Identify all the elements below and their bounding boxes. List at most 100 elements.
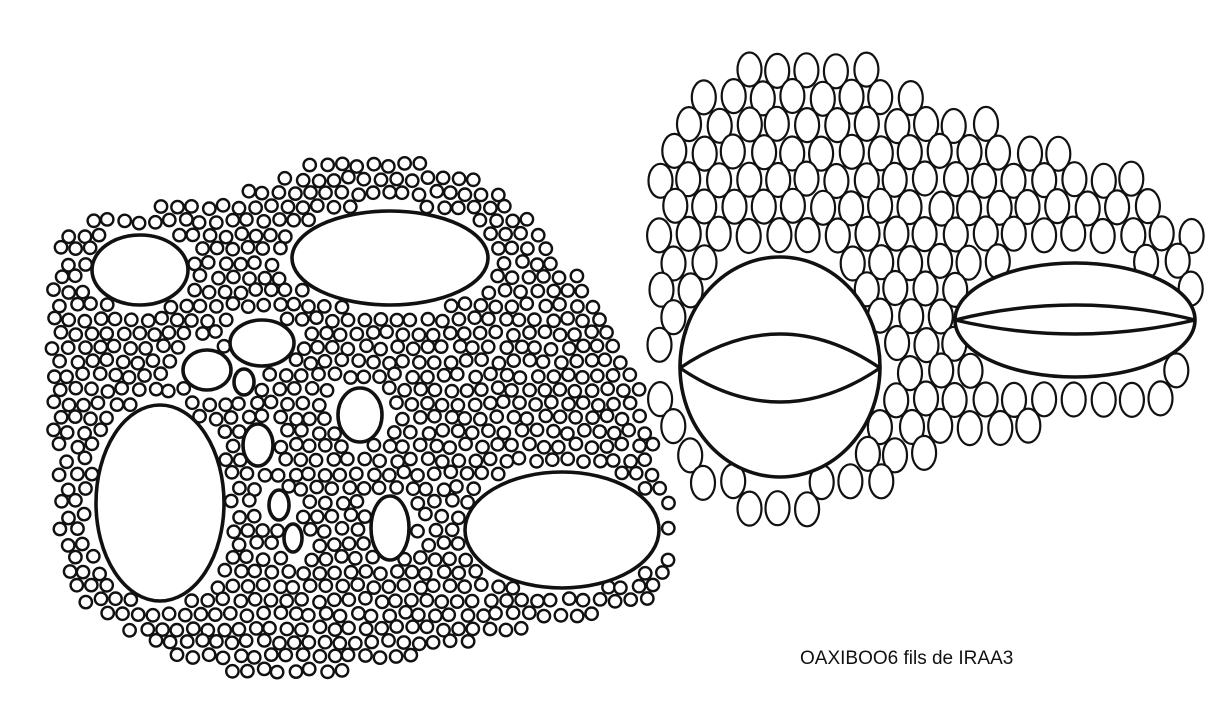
small-cell	[576, 371, 588, 383]
small-cell	[406, 398, 418, 410]
small-cell	[577, 340, 589, 352]
small-cell	[312, 368, 324, 380]
small-cell	[257, 607, 269, 619]
small-cell	[336, 354, 348, 366]
small-cell	[318, 413, 330, 425]
small-cell	[186, 595, 198, 607]
small-cell	[500, 624, 512, 636]
small-cell	[609, 595, 621, 607]
small-cell	[337, 580, 349, 592]
small-cell	[445, 300, 457, 312]
small-cell	[55, 495, 67, 507]
small-cell	[142, 315, 154, 327]
small-cell	[236, 228, 248, 240]
small-cell	[265, 648, 277, 660]
small-cell	[368, 158, 380, 170]
small-cell	[209, 608, 221, 620]
small-cell	[461, 467, 473, 479]
small-cell	[171, 201, 183, 213]
small-cell	[256, 187, 268, 199]
small-cell	[912, 436, 936, 470]
small-cell	[578, 424, 590, 436]
small-cell	[275, 298, 287, 310]
small-cell	[428, 468, 440, 480]
small-cell	[466, 341, 478, 353]
small-cell	[288, 298, 300, 310]
small-cell	[452, 623, 464, 635]
small-cell	[552, 441, 564, 453]
small-cell	[414, 411, 426, 423]
small-cell	[263, 622, 275, 634]
small-cell	[436, 399, 448, 411]
small-cell	[373, 371, 385, 383]
small-cell	[562, 369, 574, 381]
small-cell	[235, 258, 247, 270]
small-cell	[562, 284, 574, 296]
small-cell	[383, 469, 395, 481]
small-cell	[80, 596, 92, 608]
small-cell	[85, 383, 97, 395]
small-cell	[272, 469, 284, 481]
small-cell	[341, 453, 353, 465]
small-cell	[117, 356, 129, 368]
small-cell	[290, 438, 302, 450]
small-cell	[258, 299, 270, 311]
small-cell	[281, 424, 293, 436]
small-cell	[492, 382, 504, 394]
small-cell	[86, 328, 98, 340]
small-cell	[54, 523, 66, 535]
small-cell	[319, 355, 331, 367]
small-cell	[516, 424, 528, 436]
small-cell	[420, 483, 432, 495]
small-cell	[514, 227, 526, 239]
small-cell	[227, 297, 239, 309]
small-cell	[451, 595, 463, 607]
small-cell	[452, 425, 464, 437]
small-cell	[388, 368, 400, 380]
small-cell	[243, 494, 255, 506]
small-cell	[421, 594, 433, 606]
small-cell	[421, 201, 433, 213]
small-cell	[352, 578, 364, 590]
small-cell	[225, 411, 237, 423]
small-cell	[232, 398, 244, 410]
small-cell	[227, 271, 239, 283]
small-cell	[607, 398, 619, 410]
small-cell	[271, 666, 283, 678]
small-cell	[302, 300, 314, 312]
small-cell	[350, 468, 362, 480]
small-cell	[368, 469, 380, 481]
small-cell	[499, 284, 511, 296]
small-cell	[398, 579, 410, 591]
small-cell	[250, 283, 262, 295]
small-cell	[296, 284, 308, 296]
small-cell	[444, 186, 456, 198]
small-cell	[913, 162, 937, 196]
small-cell	[766, 491, 790, 525]
small-cell	[451, 368, 463, 380]
small-cell	[601, 410, 613, 422]
small-cell	[274, 242, 286, 254]
small-cell	[633, 440, 645, 452]
small-cell	[265, 199, 277, 211]
small-cell	[266, 259, 278, 271]
small-cell	[508, 354, 520, 366]
small-cell	[258, 634, 270, 646]
small-cell	[358, 482, 370, 494]
small-cell	[767, 218, 791, 252]
small-cell	[212, 272, 224, 284]
small-cell	[242, 241, 254, 253]
small-cell	[353, 354, 365, 366]
small-cell	[163, 326, 175, 338]
small-cell	[413, 638, 425, 650]
small-cell	[928, 409, 952, 443]
small-cell	[187, 623, 199, 635]
small-cell	[265, 396, 277, 408]
small-cell	[516, 341, 528, 353]
small-cell	[266, 566, 278, 578]
small-cell	[459, 438, 471, 450]
small-cell	[624, 397, 636, 409]
small-cell	[412, 609, 424, 621]
small-cell	[194, 300, 206, 312]
small-cell	[226, 466, 238, 478]
